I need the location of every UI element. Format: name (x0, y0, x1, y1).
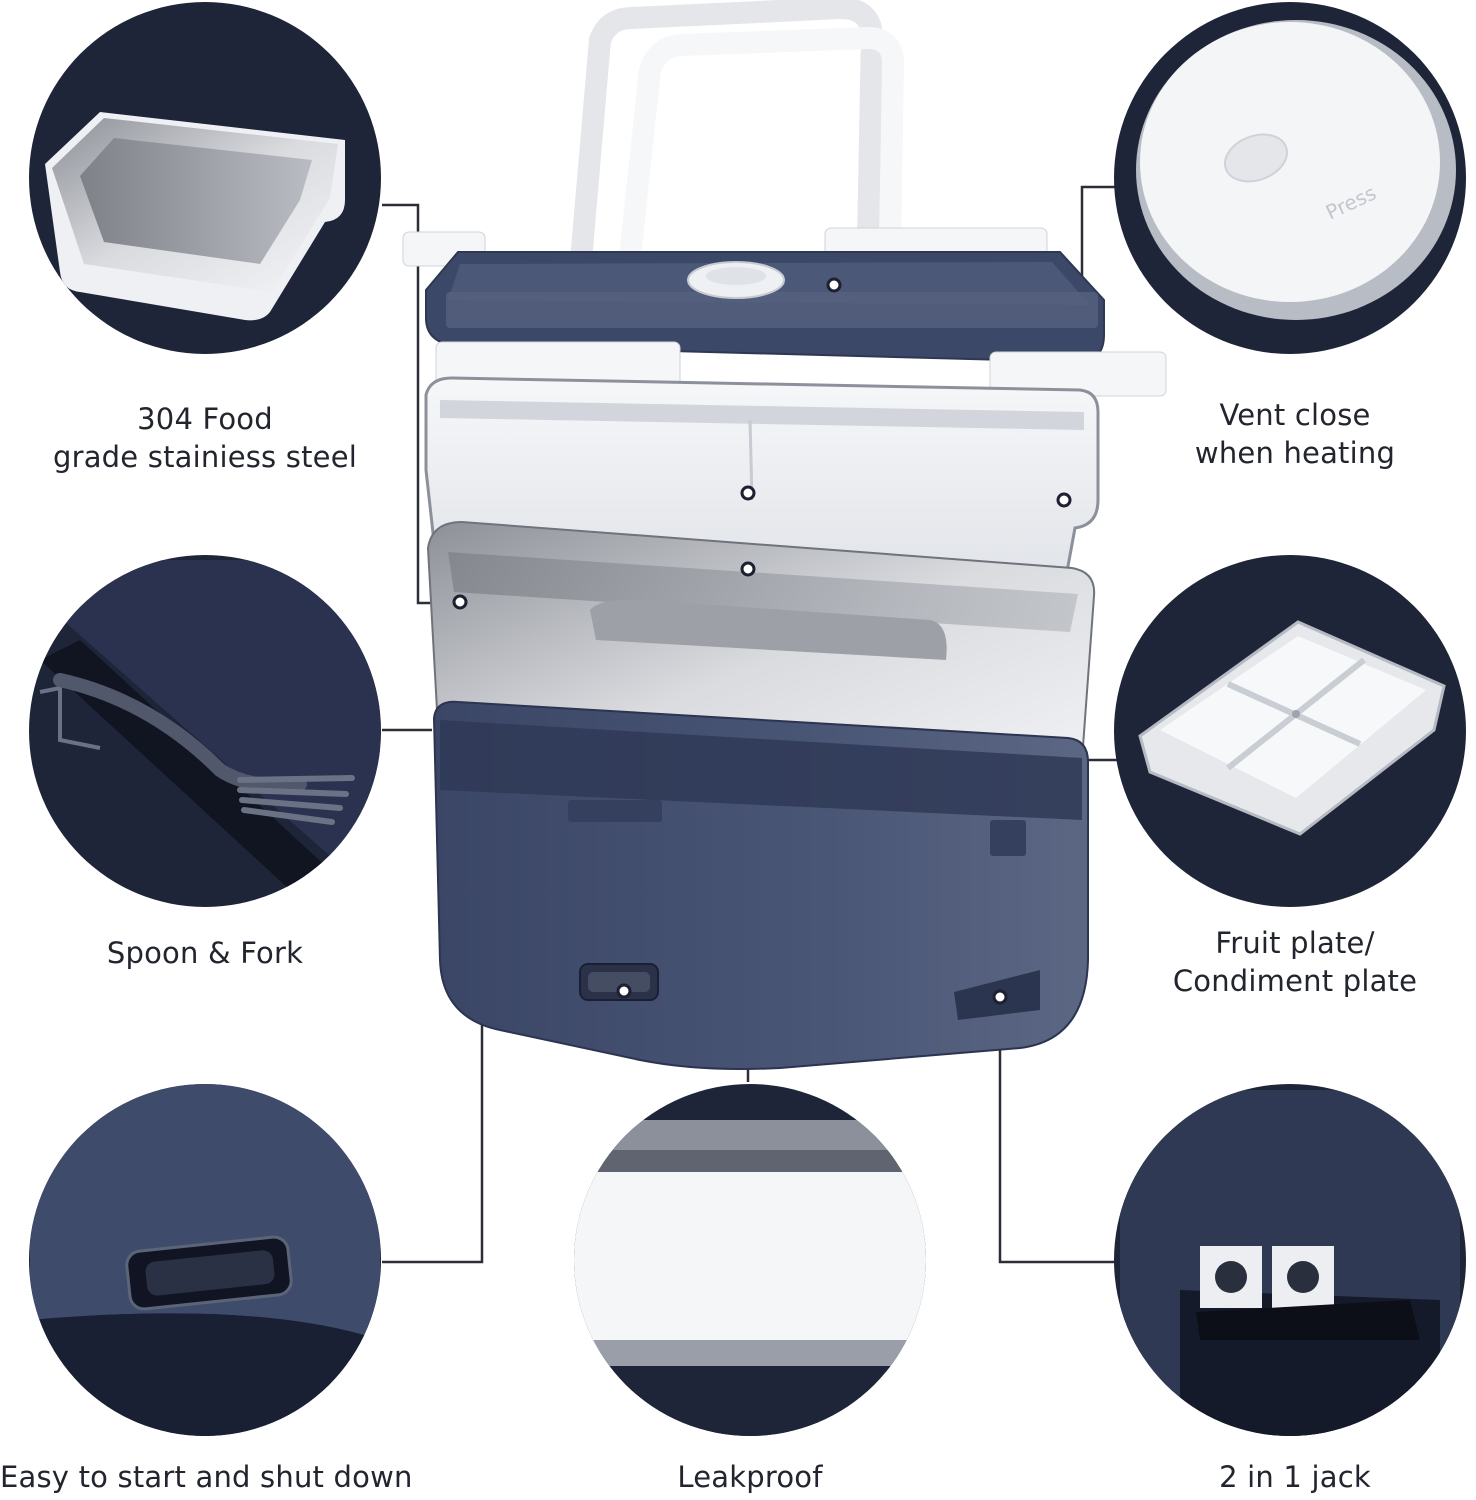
callout-dots (452, 277, 1072, 1005)
caption-line: grade stainiess steel (52, 440, 357, 474)
caption-switch: Easy to start and shut down (0, 1458, 413, 1496)
lunch-box-illustration (402, 0, 1167, 1070)
power-switch-icon (29, 1084, 381, 1436)
caption-line: Spoon & Fork (106, 936, 304, 970)
seal-icon (574, 1084, 926, 1436)
caption-leakproof: Leakproof (600, 1458, 900, 1496)
vent-button-icon: Press (1114, 2, 1466, 354)
caption-line: Condiment plate (1172, 964, 1418, 998)
caption-line: when heating (1194, 436, 1396, 470)
caption-jack: 2 in 1 jack (1130, 1458, 1460, 1496)
caption-line: 304 Food (137, 402, 273, 436)
carry-handle (564, 0, 904, 352)
caption-line: Easy to start and shut down (0, 1460, 413, 1494)
caption-line: Leakproof (677, 1460, 823, 1494)
caption-steel-container: 304 Food grade stainiess steel (40, 400, 370, 476)
caption-fruit-plate: Fruit plate/ Condiment plate (1130, 924, 1460, 1000)
caption-line: Vent close (1219, 398, 1371, 432)
leader-jack (998, 997, 1122, 1264)
divided-plate-icon (1114, 555, 1466, 907)
fork-icon (29, 555, 381, 907)
caption-cutlery: Spoon & Fork (40, 934, 370, 972)
power-jack-icon (1114, 1084, 1466, 1436)
steel-tray-icon (29, 2, 381, 354)
caption-line: 2 in 1 jack (1219, 1460, 1371, 1494)
caption-line: Fruit plate/ (1215, 926, 1375, 960)
caption-vent: Vent close when heating (1130, 396, 1460, 472)
